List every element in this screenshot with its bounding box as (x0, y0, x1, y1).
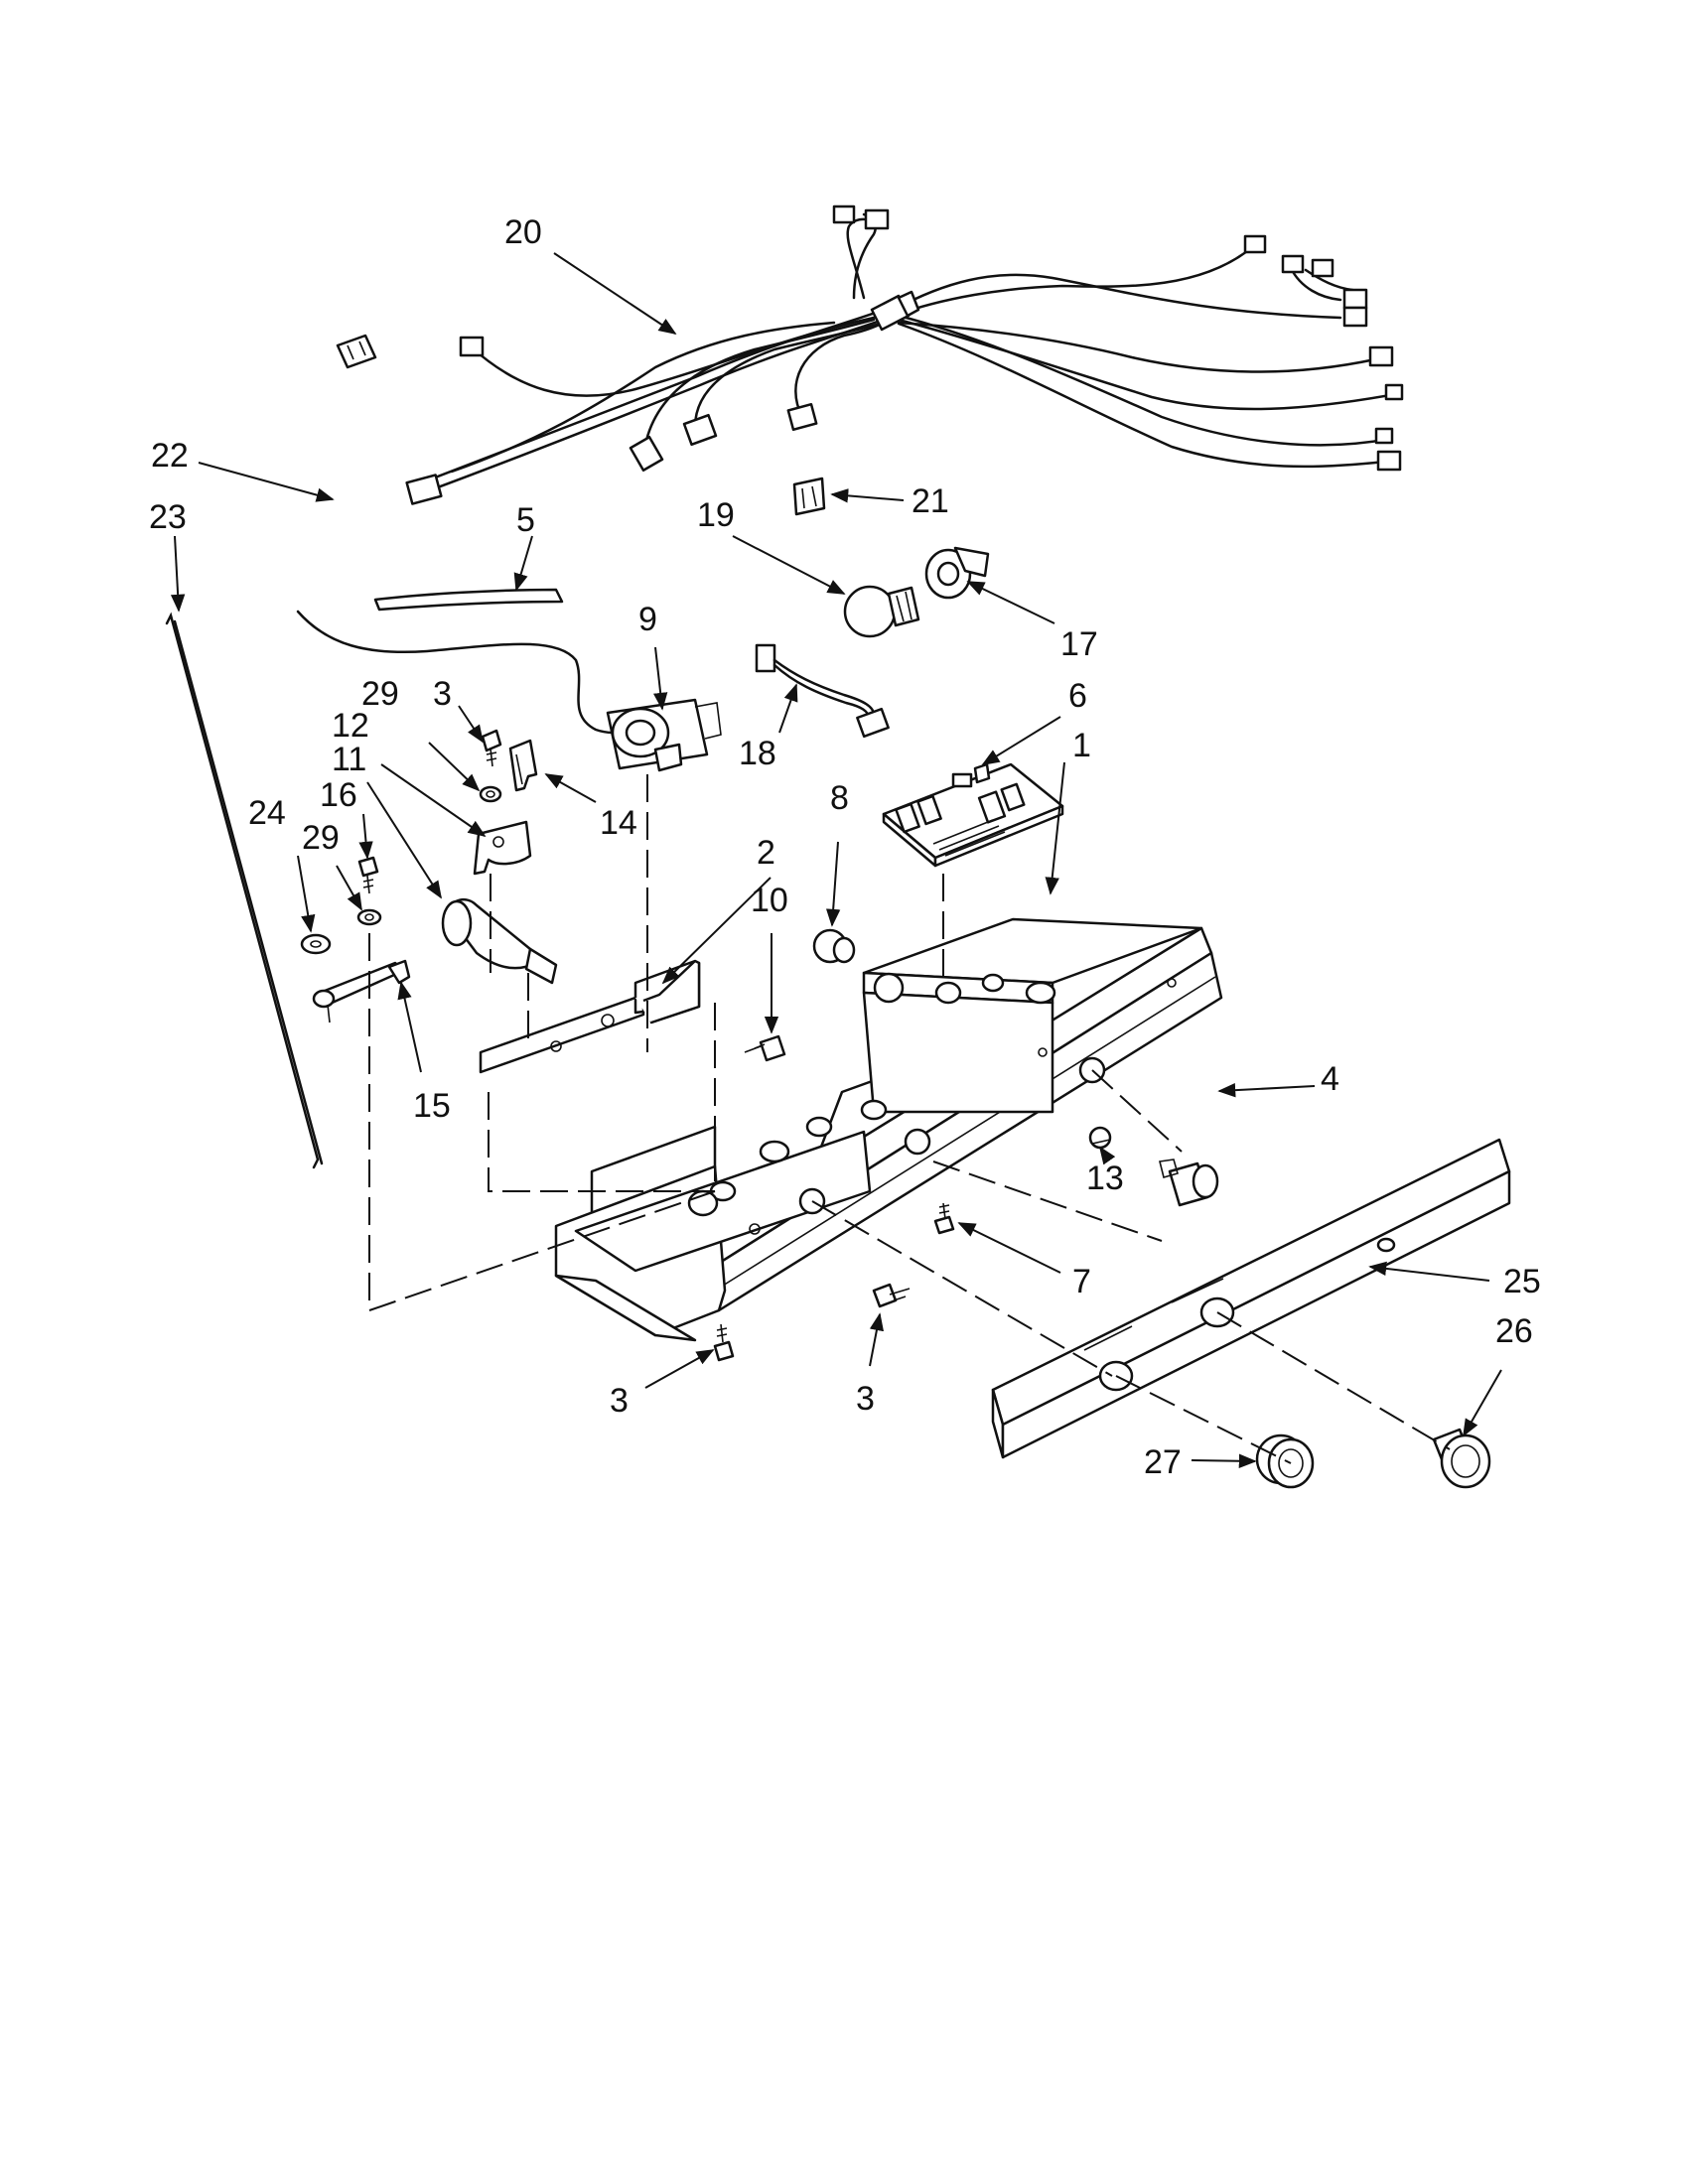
callout-19: 19 (697, 496, 735, 534)
callout-22: 22 (151, 437, 189, 475)
callout-16: 16 (320, 776, 357, 814)
part-3-screw-top (481, 729, 502, 767)
callout-23: 23 (149, 498, 187, 536)
callout-29b: 29 (302, 819, 340, 857)
callout-7: 7 (1072, 1263, 1091, 1300)
callout-3b: 3 (610, 1382, 629, 1420)
part-3-screw-left (713, 1323, 735, 1362)
callout-13: 13 (1086, 1160, 1124, 1197)
part-16-screw (357, 856, 379, 894)
callout-21: 21 (912, 482, 949, 520)
callout-6: 6 (1068, 677, 1087, 715)
leader-arrows (170, 252, 1502, 1468)
part-25-panel (991, 1138, 1511, 1459)
callout-14: 14 (600, 804, 637, 842)
callout-15: 15 (413, 1087, 451, 1125)
part-19-bulb (843, 585, 920, 638)
part-10-screw (744, 1034, 786, 1062)
assembly-lines (368, 774, 1451, 1464)
callout-11: 11 (332, 741, 366, 778)
part-15-lever (312, 959, 411, 1024)
part-8-grommet (812, 928, 856, 964)
callout-10: 10 (751, 882, 788, 919)
callout-1: 1 (1072, 727, 1091, 764)
callout-3a: 3 (433, 675, 452, 713)
callout-12: 12 (332, 707, 369, 745)
wire-harness (405, 205, 1404, 505)
part-22-clip (336, 334, 377, 369)
callout-4: 4 (1321, 1060, 1339, 1098)
callout-18: 18 (739, 735, 776, 772)
part-12-clamp (473, 820, 532, 876)
part-9-thermostat (606, 698, 722, 772)
part-3-screw-right (872, 1283, 911, 1308)
part-29-washer-lower (356, 908, 382, 926)
part-6-control-board (882, 762, 1064, 868)
part-11-sensor-holder (441, 897, 558, 985)
callout-24: 24 (248, 794, 286, 832)
part-2-bracket (479, 959, 701, 1074)
callout-5: 5 (516, 501, 535, 539)
callout-25: 25 (1503, 1263, 1541, 1300)
part-17-socket (924, 546, 990, 600)
part-14-clip (508, 739, 538, 792)
part-27-knob (1255, 1433, 1315, 1489)
part-1-control-housing (554, 917, 1223, 1342)
callout-8: 8 (830, 779, 849, 817)
callout-27: 27 (1144, 1443, 1182, 1481)
part-18-wire-lead (755, 643, 890, 739)
part-13-button (1088, 1126, 1112, 1150)
part-26-knob (1432, 1428, 1491, 1489)
callout-29a: 29 (361, 675, 399, 713)
callout-2: 2 (757, 834, 775, 872)
callout-9: 9 (638, 601, 657, 638)
part-4-switch (1159, 1159, 1219, 1207)
part-5-tube (373, 588, 564, 612)
part-24-washer (300, 933, 332, 955)
capillary-line (296, 610, 637, 735)
callout-26: 26 (1495, 1312, 1533, 1350)
part-23-rod (165, 612, 324, 1169)
callout-17: 17 (1060, 625, 1098, 663)
part-21-bracket (792, 477, 826, 516)
part-29-washer-top (479, 785, 502, 803)
callout-20: 20 (504, 213, 542, 251)
callout-3c: 3 (856, 1380, 875, 1418)
part-7-screw (933, 1202, 955, 1235)
callout-labels: 20 22 23 5 21 19 17 9 18 6 29 3 12 11 14… (149, 213, 1541, 1481)
